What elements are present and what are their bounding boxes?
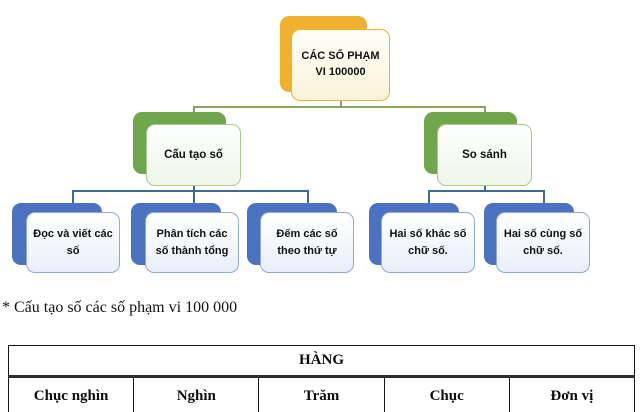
section-caption: * Cấu tạo số các số phạm vi 100 000 <box>2 299 238 316</box>
node-leaf5-label: Hai số cùng số chữ số. <box>503 228 583 257</box>
connector-leaves-left-horizontal <box>72 190 308 192</box>
node-root-label: CÁC SỐ PHẠM VI 100000 <box>301 50 380 78</box>
col-tram: Trăm <box>258 375 385 412</box>
table-header-row: Chục nghìn Nghìn Trăm Chục Đơn vị <box>7 375 636 412</box>
col-nghin: Nghìn <box>133 375 260 412</box>
connector-root-stem <box>340 100 342 107</box>
connector-leaf3-drop <box>307 190 309 212</box>
node-leaf1-label: Đọc và viết các số <box>33 228 113 257</box>
table-title: HÀNG <box>8 345 635 377</box>
place-value-table: HÀNG Chục nghìn Nghìn Trăm Chục Đơn vị <box>7 345 636 412</box>
col-don-vi: Đơn vị <box>508 375 636 412</box>
connector-leaves-right-horizontal <box>428 190 544 192</box>
connector-leaf5-drop <box>543 190 545 212</box>
node-leaf1-box: Đọc và viết các số <box>26 212 120 273</box>
connector-branch2-stem <box>484 186 486 191</box>
node-leaf2-box: Phân tích các số thành tổng <box>145 212 239 273</box>
col-chuc-nghin: Chục nghìn <box>7 375 135 412</box>
connector-leaf1-drop <box>72 190 74 212</box>
node-branch2-label: So sánh <box>462 149 507 161</box>
connector-leaf4-drop <box>428 190 430 212</box>
node-branch1-label: Cấu tạo số <box>164 149 223 161</box>
org-chart: CÁC SỐ PHẠM VI 100000 Cấu tạo số So sánh… <box>12 16 590 273</box>
node-leaf4-box: Hai số khác số chữ số. <box>381 212 475 273</box>
node-leaf4-label: Hai số khác số chữ số. <box>389 228 467 257</box>
node-leaf2-label: Phân tích các số thành tổng <box>155 228 229 257</box>
connector-level2-horizontal <box>193 106 485 108</box>
table-title-row: HÀNG <box>8 345 635 377</box>
connector-branch1-stem <box>193 186 195 212</box>
node-root-box: CÁC SỐ PHẠM VI 100000 <box>291 29 390 101</box>
col-chuc: Chục <box>383 375 510 412</box>
node-branch1-box: Cấu tạo số <box>146 124 241 186</box>
node-branch2-box: So sánh <box>437 124 532 186</box>
node-leaf3-box: Đếm các số theo thứ tự <box>260 212 354 273</box>
node-leaf5-box: Hai số cùng số chữ số. <box>496 212 590 273</box>
node-leaf3-label: Đếm các số theo thứ tự <box>276 228 338 257</box>
